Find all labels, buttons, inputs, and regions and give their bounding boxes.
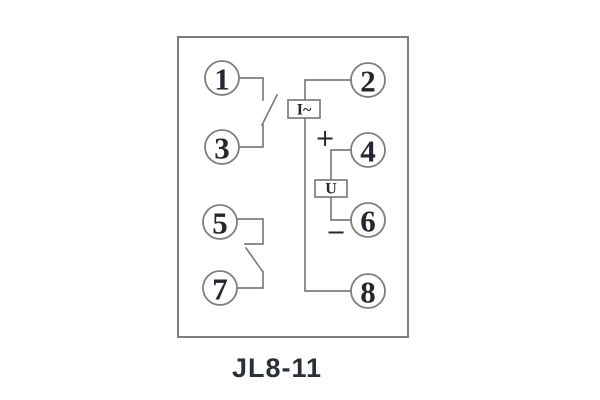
terminal-1-number: 1 <box>214 62 230 97</box>
voltage-coil-label: U <box>325 181 337 198</box>
terminal-1-circle <box>204 60 240 96</box>
terminal-8: 8 <box>350 273 386 310</box>
wire-terminal-7 <box>236 271 264 289</box>
terminal-2: 2 <box>350 62 386 99</box>
terminal-7-circle <box>202 270 238 306</box>
terminal-6: 6 <box>350 202 386 239</box>
terminal-7-number: 7 <box>212 272 228 307</box>
wire-terminal-5 <box>236 218 264 245</box>
contact-switch-1-3 <box>238 77 279 148</box>
terminal-4-number: 4 <box>360 134 376 169</box>
terminal-6-circle <box>350 202 386 238</box>
voltage-coil-box <box>314 179 348 198</box>
terminal-3-number: 3 <box>214 131 230 166</box>
contact-switch-5-7 <box>236 218 265 289</box>
terminal-5-number: 5 <box>212 206 228 241</box>
terminal-6-number: 6 <box>360 204 376 239</box>
terminal-3-circle <box>204 129 240 165</box>
wire-terminal-1 <box>238 77 264 101</box>
terminal-3: 3 <box>204 129 240 166</box>
current-coil-box <box>287 99 321 119</box>
switch-blade-5-7 <box>244 246 265 274</box>
plus-sign: + <box>315 124 335 152</box>
voltage-coil-branch: U + − <box>314 124 352 246</box>
terminal-4: 4 <box>350 132 386 169</box>
terminal-2-circle <box>350 62 386 98</box>
current-coil-label: I~ <box>297 102 312 119</box>
terminal-5-circle <box>202 204 238 240</box>
terminal-1: 1 <box>204 60 240 97</box>
terminal-4-circle <box>350 132 386 168</box>
current-coil-branch: I~ <box>287 79 352 292</box>
terminal-8-circle <box>350 273 386 309</box>
enclosure-outline <box>177 36 409 338</box>
terminal-7: 7 <box>202 270 238 307</box>
switch-blade-1-3 <box>260 93 279 127</box>
wire-terminal-3 <box>238 124 264 148</box>
terminal-5: 5 <box>202 204 238 241</box>
minus-sign: − <box>326 218 346 246</box>
model-title: JL8-11 <box>232 353 322 383</box>
terminal-2-number: 2 <box>360 64 376 99</box>
terminal-8-number: 8 <box>360 275 376 310</box>
wire-2-to-8 <box>304 79 352 292</box>
